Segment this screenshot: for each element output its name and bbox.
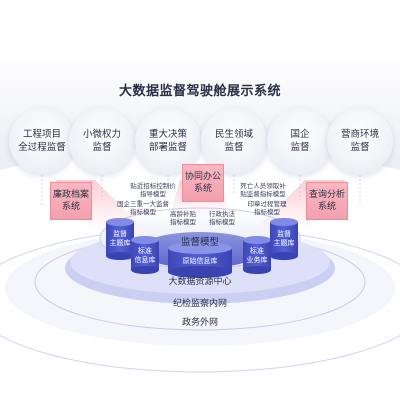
cylinder-center <box>168 242 232 278</box>
model-soe-major-matters: 国企三重一大监督 指标模型 <box>117 200 169 216</box>
inspection-network-label: 纪检监察内网 <box>172 299 227 309</box>
cylinder-label-original-info: 原始信息库 <box>182 257 218 265</box>
circle-engineering-project: 工程项目 全过程监督 <box>9 108 75 174</box>
page-title: 大数据监督驾驶舱展示系统 <box>118 84 281 99</box>
box-label: 协同办公 系统 <box>184 172 221 194</box>
circle-business-environment: 营商环境 监督 <box>327 108 393 174</box>
government-network-label: 政务外网 <box>181 318 218 328</box>
resource-center-label: 大数据资源中心 <box>168 277 232 287</box>
model-seal-management: 印章过程管理 指标模型 <box>247 200 287 216</box>
cylinder-left-outer <box>106 218 134 260</box>
integrity-archive-system: 廉政档案 系统 <box>50 182 92 220</box>
circle-major-decision: 重大决策 部署监督 <box>135 108 201 174</box>
cylinder-label-standard-info: 标准 信息库 <box>134 247 156 264</box>
model-bid-control: 贴近招标控制价 指导模型 <box>130 182 176 198</box>
circle-livelihood: 民生领域 监督 <box>201 108 267 174</box>
box-label: 查询分析 系统 <box>308 190 345 212</box>
cylinder-right-outer <box>270 218 298 260</box>
circle-label: 国企 监督 <box>290 129 310 153</box>
cylinder-label-standard-business: 标准 业务库 <box>246 247 268 264</box>
collaborative-office-system: 协同办公 系统 <box>182 164 224 202</box>
cylinder-label-supervision-theme-left: 监督 主题库 <box>109 230 131 247</box>
model-deceased-subsidy: 死亡人员领取补 贴监督指标模型 <box>240 182 286 198</box>
query-analysis-system: 查询分析 系统 <box>306 182 348 220</box>
model-senior-subsidy: 高龄补贴 指标模型 <box>170 210 196 226</box>
circle-micro-power: 小微权力 监督 <box>69 108 135 174</box>
supervision-model-label: 监督模型 <box>180 237 219 248</box>
circle-state-enterprise: 国企 监督 <box>267 108 333 174</box>
cylinder-right-inner <box>243 236 271 274</box>
box-label: 廉政档案 系统 <box>52 190 89 212</box>
cylinder-label-supervision-theme-right: 监督 主题库 <box>273 230 295 247</box>
circle-label: 小微权力 监督 <box>82 129 121 153</box>
circle-label: 工程项目 全过程监督 <box>18 129 66 153</box>
circle-label: 重大决策 部署监督 <box>148 129 187 153</box>
cylinders <box>106 218 298 278</box>
circle-label: 民生领域 监督 <box>214 129 253 153</box>
circle-label: 营商环境 监督 <box>340 129 379 153</box>
model-admin-enforcement: 行政执法 指标模型 <box>209 210 235 226</box>
cylinder-left-inner <box>131 236 159 274</box>
